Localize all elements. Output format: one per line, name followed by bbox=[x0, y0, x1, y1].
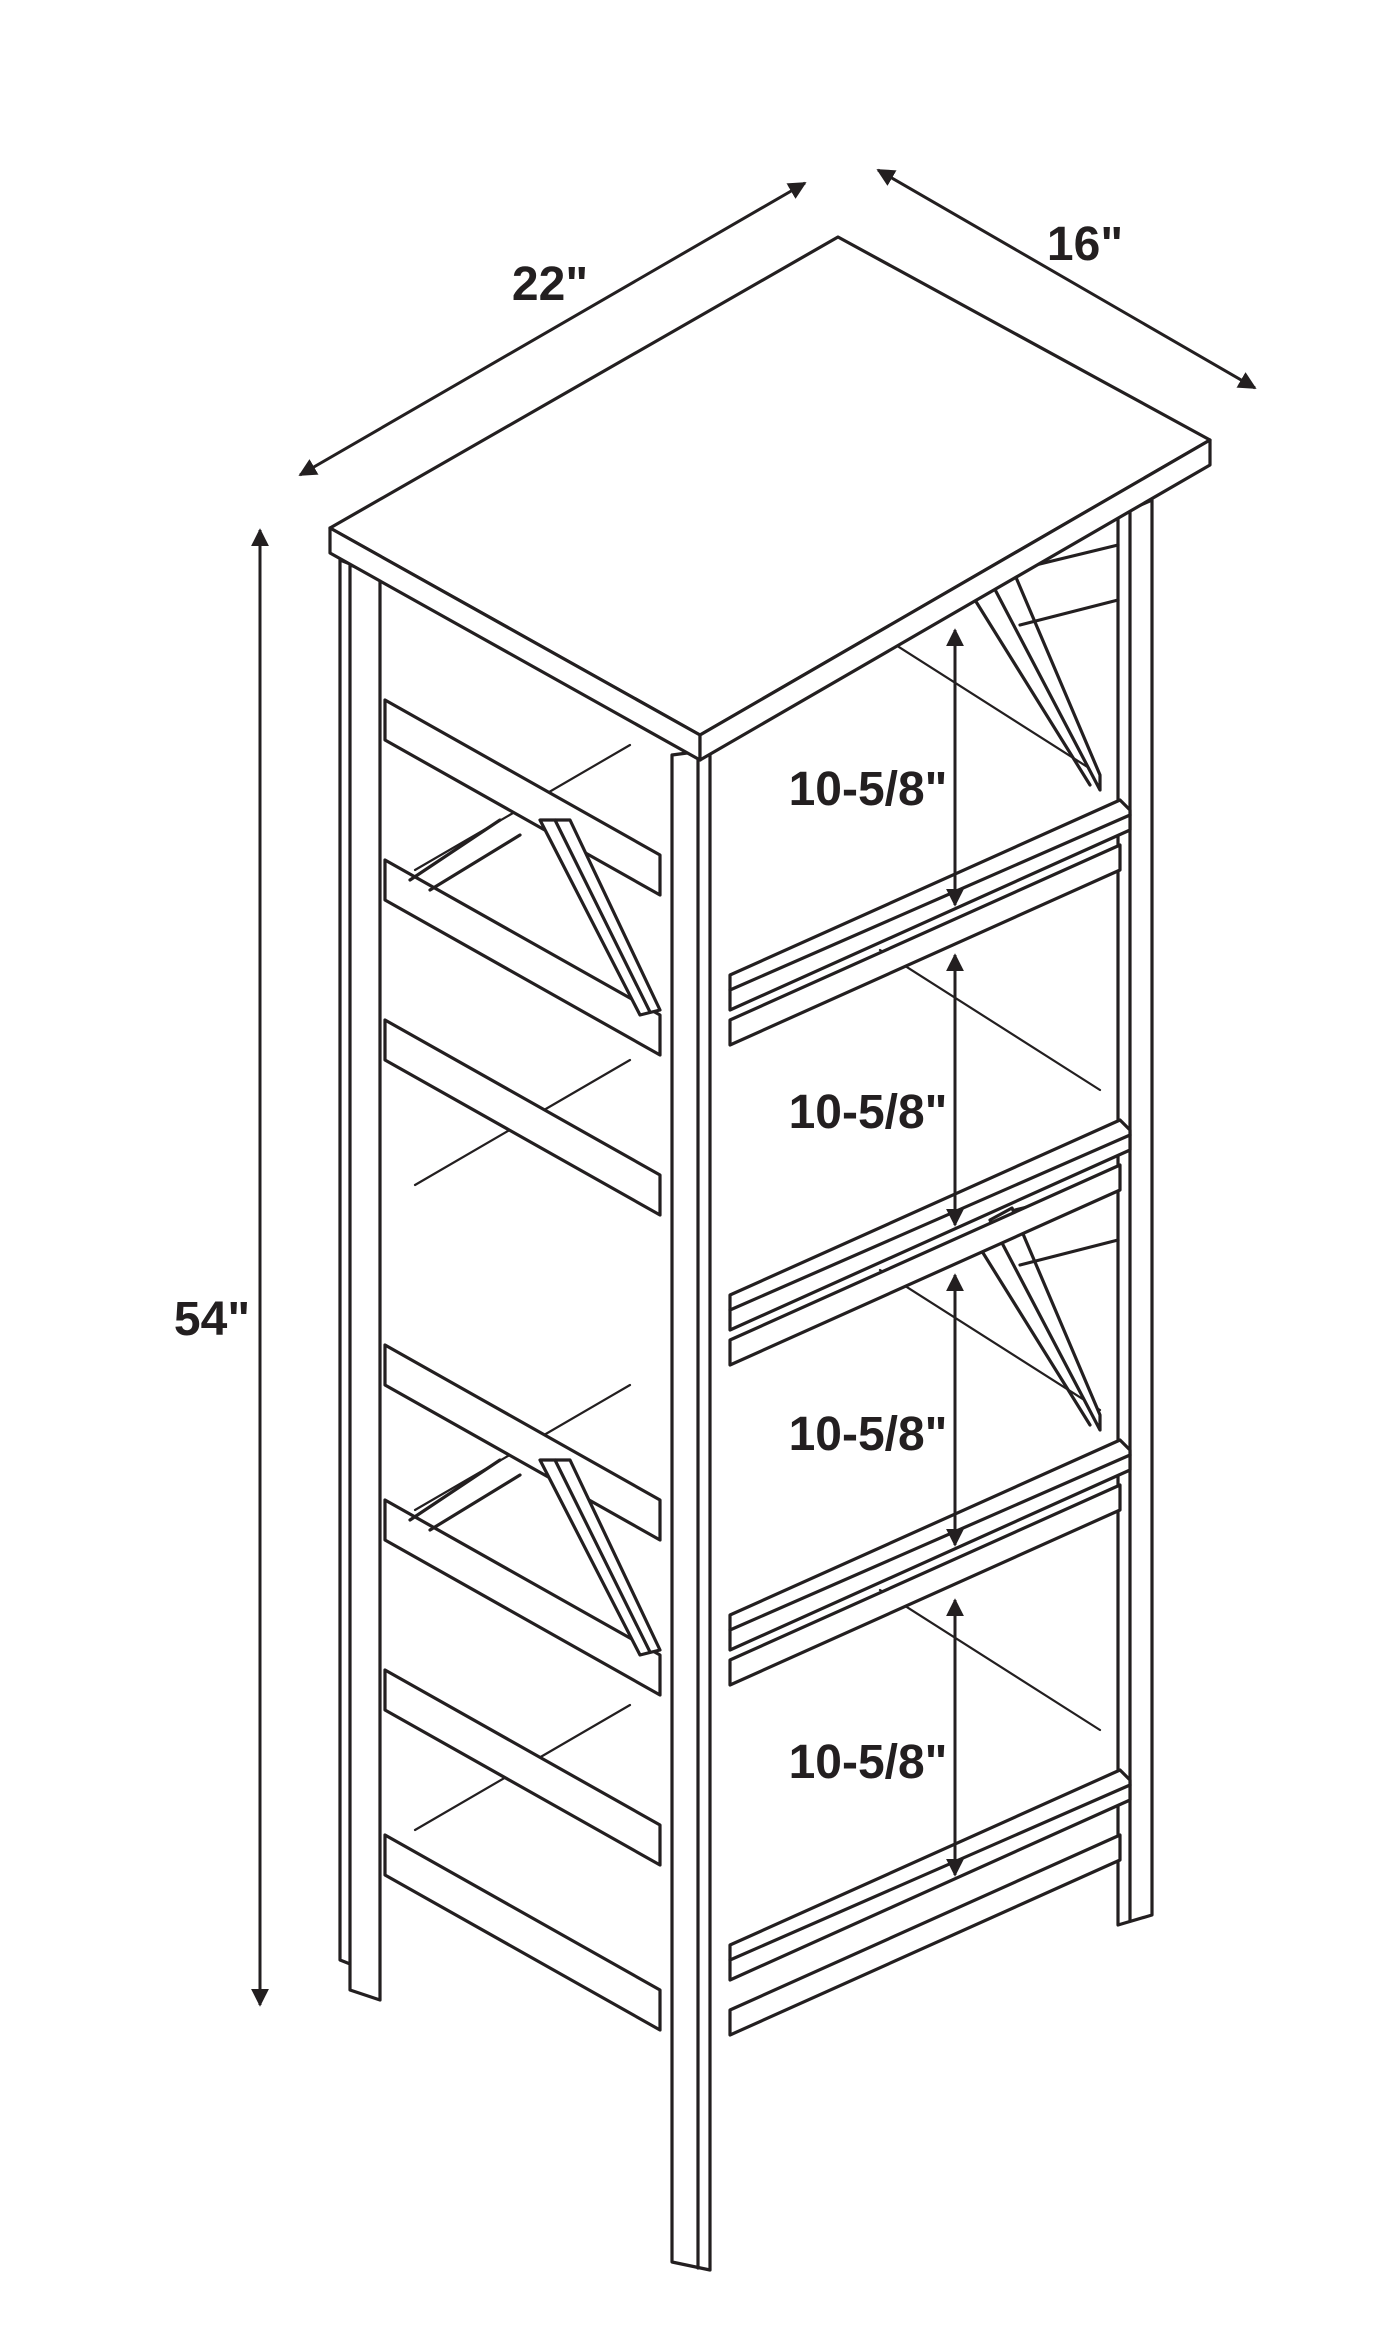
shelf-gap-label-3: 10-5/8" bbox=[789, 1408, 948, 1461]
shelf-gap-label-1: 10-5/8" bbox=[789, 763, 948, 816]
left-x-brace-upper bbox=[383, 818, 662, 1057]
height-dimension: 54" bbox=[174, 528, 269, 2007]
height-label: 54" bbox=[174, 1293, 250, 1346]
depth-dimension: 16" bbox=[876, 168, 1257, 390]
shelf-gap-label-2: 10-5/8" bbox=[789, 1086, 948, 1139]
shelf-gap-dimension-2: 10-5/8" bbox=[789, 953, 964, 1227]
shelf-1 bbox=[728, 798, 1132, 1012]
shelf-gap-label-4: 10-5/8" bbox=[789, 1736, 948, 1789]
shelf-gap-dimension-4: 10-5/8" bbox=[789, 1598, 964, 1877]
front-left-post bbox=[348, 563, 382, 2002]
left-x-brace-lower bbox=[383, 1458, 662, 1697]
top-panel bbox=[328, 235, 1212, 762]
lower-front-rails bbox=[728, 843, 1122, 2037]
front-center-post bbox=[670, 748, 712, 2272]
shelf-2 bbox=[728, 1118, 1132, 1332]
width-label: 22" bbox=[512, 258, 588, 311]
shelf-gap-dimension-3: 10-5/8" bbox=[789, 1273, 964, 1547]
shelf-3 bbox=[728, 1438, 1132, 1652]
left-side-rails bbox=[383, 698, 662, 2032]
rear-right-post bbox=[1116, 498, 1154, 1927]
shelf-4 bbox=[728, 1768, 1132, 1982]
shelf-gap-dimension-1: 10-5/8" bbox=[789, 628, 964, 907]
width-dimension: 22" bbox=[298, 181, 807, 477]
depth-label: 16" bbox=[1047, 218, 1123, 271]
